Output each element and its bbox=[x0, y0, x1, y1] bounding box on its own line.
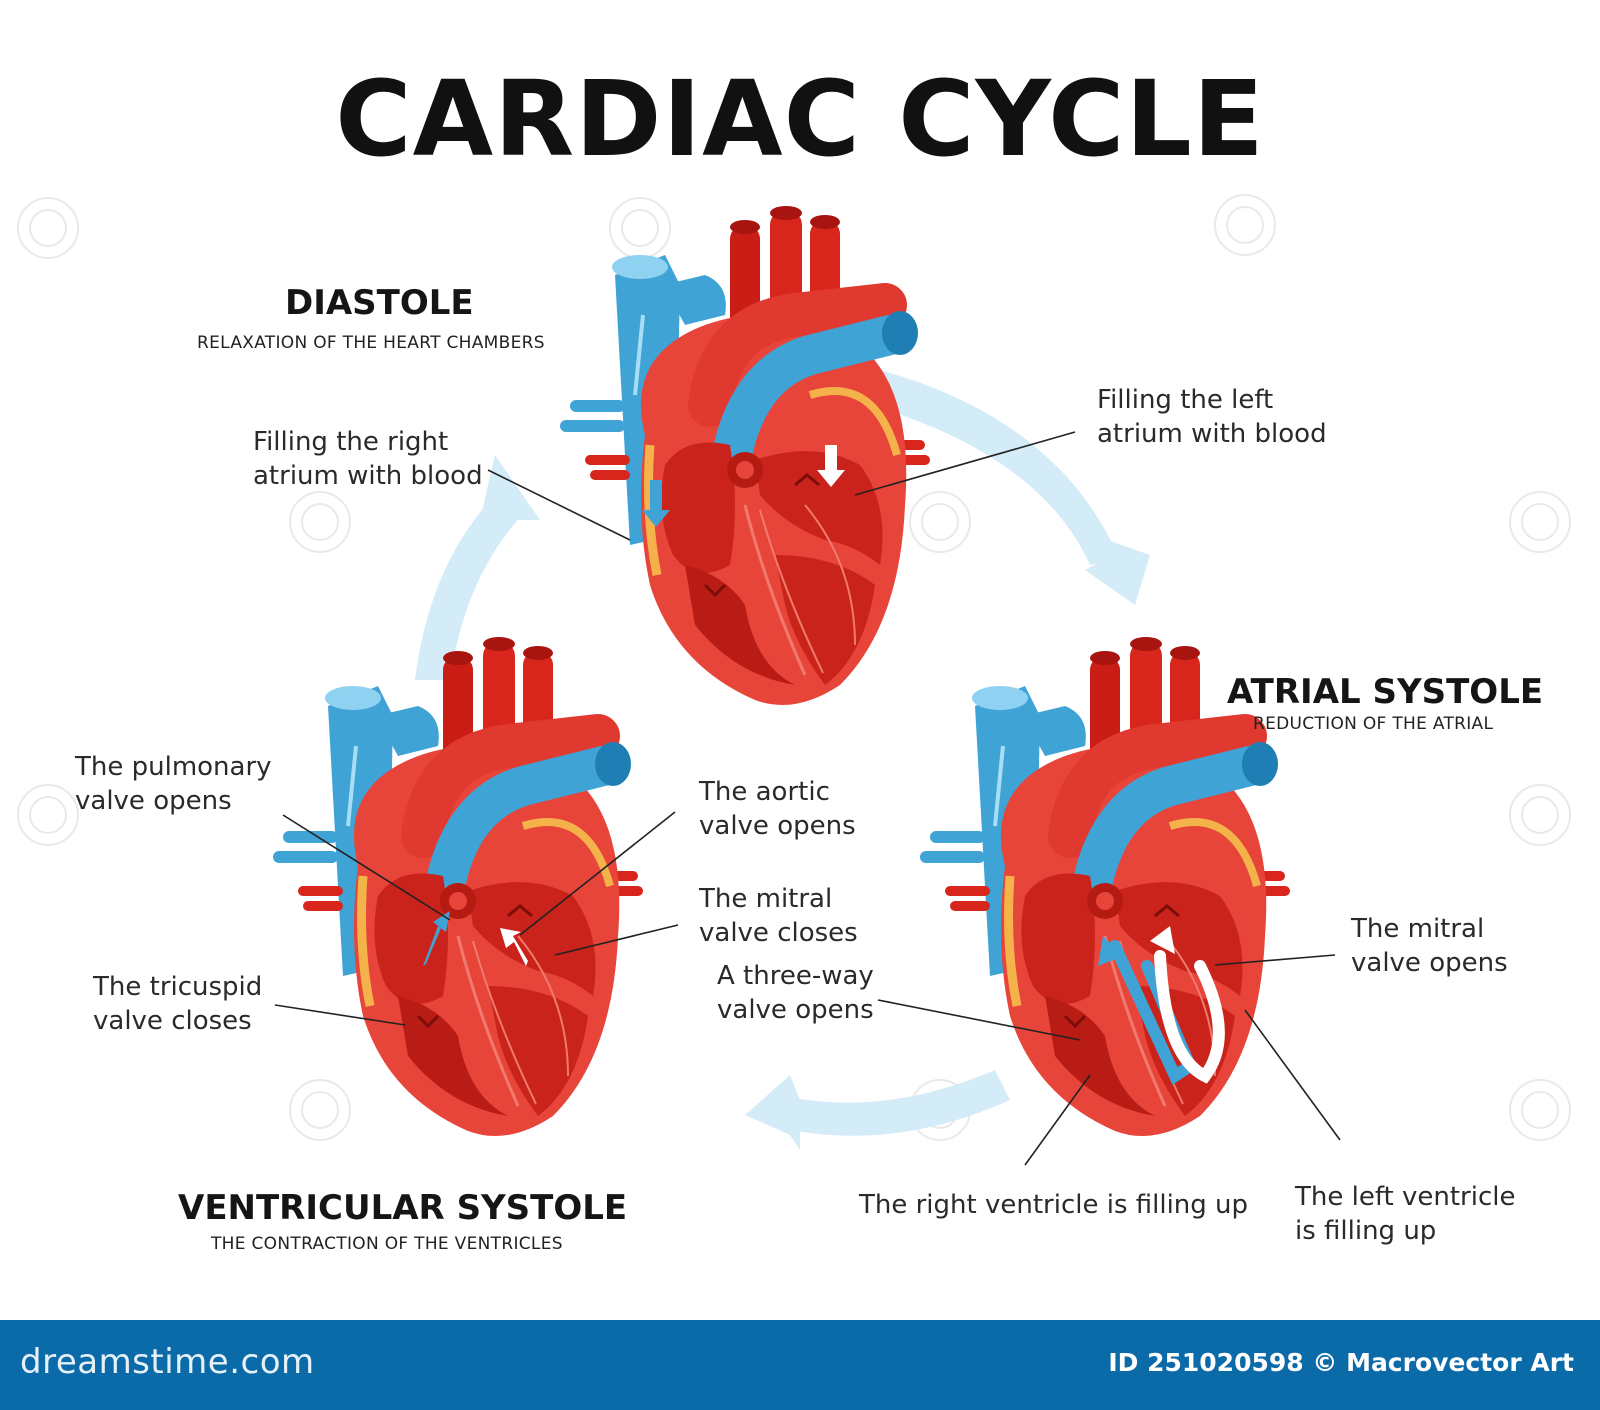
cycle-arrowhead-right bbox=[1080, 530, 1150, 605]
diastole-heart-illustration bbox=[555, 205, 955, 725]
label-filling-left-atrium: Filling the left atrium with blood bbox=[1097, 385, 1327, 449]
diastole-blood-arrow-right bbox=[817, 445, 845, 487]
diastole-blood-arrow-left bbox=[642, 480, 670, 527]
label-aortic-valve-opens: The aortic valve opens bbox=[699, 777, 856, 841]
atrial-systole-heart-illustration bbox=[915, 636, 1315, 1156]
as-blood-arrow-left bbox=[1154, 950, 1225, 1084]
vs-blood-arrow-right bbox=[500, 928, 528, 966]
label-left-ventricle-filling: The left ventricle is filling up bbox=[1295, 1182, 1516, 1246]
label-mitral-valve-opens: The mitral valve opens bbox=[1351, 914, 1508, 978]
cycle-arrow-bottom bbox=[790, 1070, 1010, 1136]
ventricular-systole-title: VENTRICULAR SYSTOLE bbox=[178, 1188, 628, 1228]
atrial-systole-subtitle: REDUCTION OF THE ATRIAL bbox=[1253, 714, 1494, 734]
ventricular-systole-heart-illustration bbox=[268, 636, 668, 1156]
label-tricuspid-valve-closes: The tricuspid valve closes bbox=[93, 972, 263, 1036]
atrial-systole-title: ATRIAL SYSTOLE bbox=[1227, 672, 1544, 712]
footer-logo: dreamstime.com bbox=[20, 1342, 315, 1382]
cycle-arrows bbox=[415, 370, 1150, 1150]
cycle-arrow-left bbox=[415, 490, 525, 680]
cycle-arrowhead-left bbox=[480, 455, 540, 520]
diastole-subtitle: RELAXATION OF THE HEART CHAMBERS bbox=[197, 333, 545, 353]
footer-bar: dreamstime.com ID 251020598 © Macrovecto… bbox=[0, 1320, 1600, 1410]
label-mitral-valve-closes: The mitral valve closes bbox=[699, 884, 858, 948]
diastole-title: DIASTOLE bbox=[285, 283, 474, 323]
label-pulmonary-valve-opens: The pulmonary valve opens bbox=[75, 752, 272, 816]
cycle-arrow-right bbox=[870, 370, 1120, 565]
footer-credit: ID 251020598 © Macrovector Art bbox=[1108, 1348, 1574, 1377]
label-right-ventricle-filling: The right ventricle is filling up bbox=[859, 1190, 1249, 1220]
label-three-way-valve-opens: A three-way valve opens bbox=[717, 961, 874, 1025]
cycle-arrowhead-bottom bbox=[745, 1075, 800, 1150]
label-filling-right-atrium: Filling the right atrium with blood bbox=[253, 427, 483, 491]
vs-blood-arrow-left bbox=[423, 911, 450, 966]
page-title: CARDIAC CYCLE bbox=[335, 58, 1265, 180]
leader-lines bbox=[274, 431, 1341, 1166]
ventricular-systole-subtitle: THE CONTRACTION OF THE VENTRICLES bbox=[211, 1234, 563, 1254]
